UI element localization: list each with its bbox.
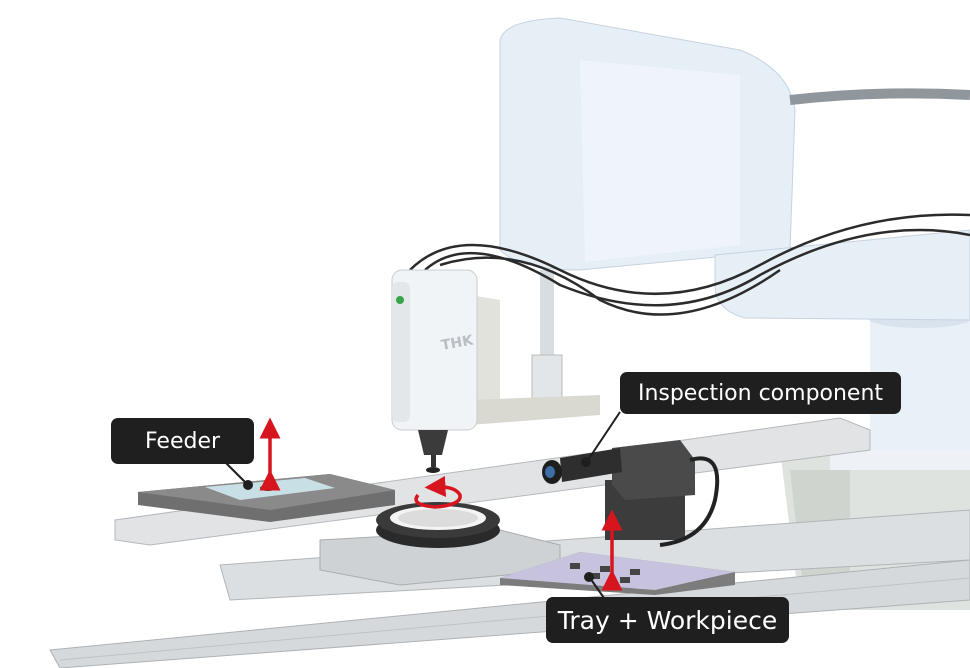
inspection-component-label: Inspection component (620, 372, 901, 414)
rotation-arrow (414, 475, 462, 509)
cables (409, 213, 970, 316)
feeder-label: Feeder (111, 418, 254, 464)
rotation-stage (319, 502, 561, 586)
thk-logo: THK (440, 332, 476, 354)
gripper-unit: THK (391, 269, 478, 473)
inspection-camera (542, 440, 720, 547)
motion-arrows (259, 417, 623, 591)
tray-workpiece-label: Tray + Workpiece (546, 597, 789, 643)
scara-robot-arm (499, 17, 970, 401)
leader-lines (224, 411, 621, 599)
